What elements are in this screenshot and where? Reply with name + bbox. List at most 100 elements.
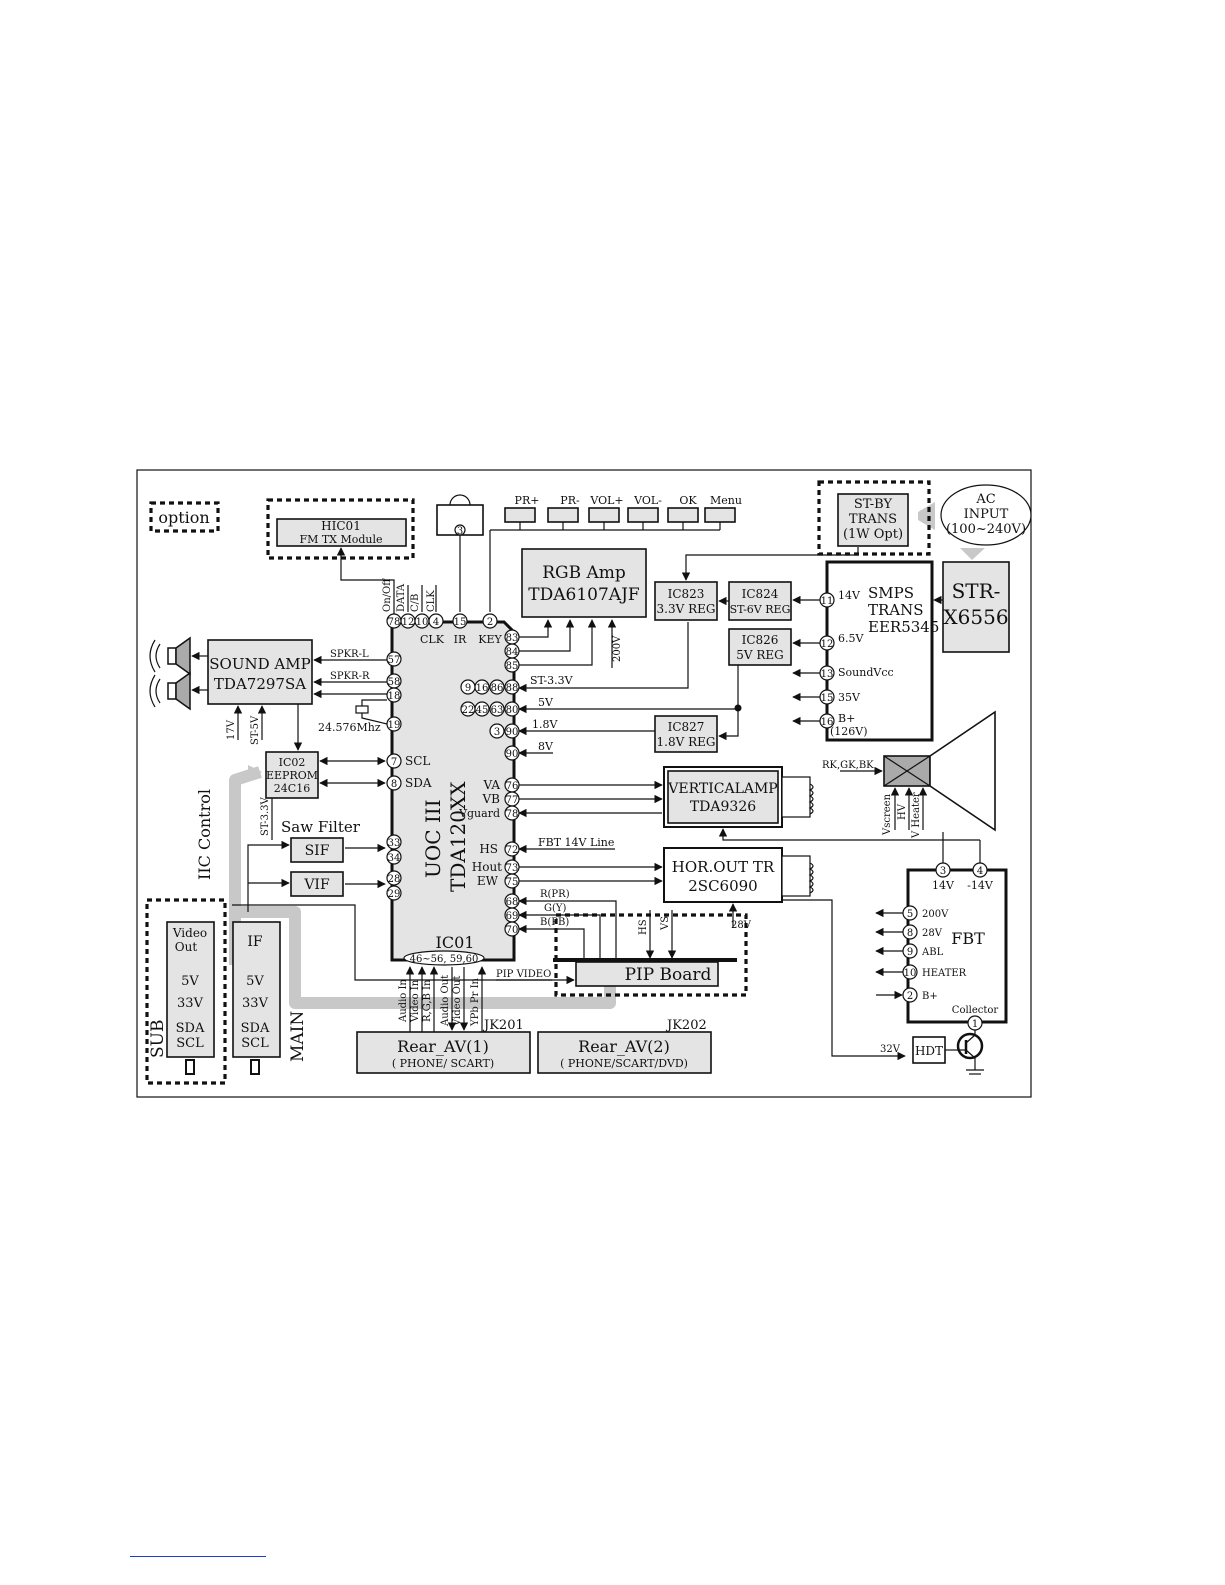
key-vol-minus[interactable]: VOL- xyxy=(627,494,662,530)
svg-text:28V: 28V xyxy=(731,920,752,931)
svg-text:45: 45 xyxy=(476,705,489,716)
main-tuner-name: MAIN xyxy=(288,1011,308,1062)
svg-text:PR+: PR+ xyxy=(515,494,540,507)
main-tuner-box xyxy=(232,921,281,1058)
svg-text:90: 90 xyxy=(506,727,519,738)
svg-text:SoundVcc: SoundVcc xyxy=(838,666,894,679)
svg-text:Out: Out xyxy=(175,940,198,954)
svg-text:32V: 32V xyxy=(880,1044,901,1055)
svg-text:5V REG: 5V REG xyxy=(736,648,784,662)
option-legend-label: option xyxy=(158,508,209,527)
svg-text:2: 2 xyxy=(907,991,913,1002)
svg-text:Collector: Collector xyxy=(952,1005,999,1016)
svg-text:29: 29 xyxy=(388,889,401,900)
svg-text:15: 15 xyxy=(821,693,834,704)
uoc-rgb-pins: 83 84 85 xyxy=(504,619,597,673)
svg-text:FBT: FBT xyxy=(951,929,985,948)
svg-text:ST-BY: ST-BY xyxy=(854,497,893,512)
svg-text:16: 16 xyxy=(821,717,834,728)
svg-text:YPb Pr In: YPb Pr In xyxy=(470,977,481,1027)
svg-text:14V: 14V xyxy=(932,879,955,892)
svg-text:EW: EW xyxy=(477,874,499,888)
rgb-amp-part: TDA6107AJF xyxy=(528,585,640,605)
svg-text:9: 9 xyxy=(465,683,471,694)
svg-text:7: 7 xyxy=(391,757,397,768)
key-buttons: PR+ PR- VOL+ VOL- OK Menu xyxy=(489,494,742,612)
uoc-line2: TDA120XX xyxy=(446,781,470,892)
svg-text:(100~240V): (100~240V) xyxy=(946,522,1026,537)
svg-text:85: 85 xyxy=(506,661,519,672)
svg-text:HOR.OUT TR: HOR.OUT TR xyxy=(672,858,775,876)
svg-text:IC824: IC824 xyxy=(742,587,779,601)
svg-text:35V: 35V xyxy=(838,691,861,704)
svg-text:( PHONE/ SCART): ( PHONE/ SCART) xyxy=(392,1057,494,1070)
svg-text:TDA9326: TDA9326 xyxy=(690,799,756,815)
svg-text:SIF: SIF xyxy=(305,843,330,859)
bottom-av-signals: Audio In Video In R,G,B In Audio Out Vid… xyxy=(398,966,487,1032)
footer-link-underline[interactable] xyxy=(130,1556,266,1557)
svg-text:17V: 17V xyxy=(226,719,237,740)
svg-text:VB: VB xyxy=(482,792,501,806)
svg-text:On/Off: On/Off xyxy=(382,578,393,612)
vertical-yoke-coil xyxy=(781,776,814,818)
svg-text:IF: IF xyxy=(247,934,263,950)
stby-option-frame xyxy=(817,480,931,556)
ic827-box xyxy=(654,715,718,753)
svg-text:5V: 5V xyxy=(246,974,264,989)
str-x6556-box xyxy=(942,561,1010,653)
svg-text:X6556: X6556 xyxy=(943,605,1008,629)
svg-text:PR-: PR- xyxy=(560,494,580,507)
key-pr-minus[interactable]: PR- xyxy=(547,494,580,530)
svg-text:EER5345: EER5345 xyxy=(868,618,939,636)
rgb-amp-box xyxy=(521,548,647,618)
stby-to-ic823 xyxy=(681,547,859,581)
svg-text:CLK: CLK xyxy=(420,633,445,646)
svg-text:B+: B+ xyxy=(922,991,938,1002)
svg-text:Vscreen: Vscreen xyxy=(882,793,893,836)
svg-text:8: 8 xyxy=(391,779,397,790)
smps-trans-box xyxy=(825,560,934,742)
uoc-ic01-label: IC01 xyxy=(436,933,475,952)
key-vol-plus[interactable]: VOL+ xyxy=(588,494,624,530)
key-ok[interactable]: OK xyxy=(667,494,699,530)
svg-text:1.8V REG: 1.8V REG xyxy=(657,735,716,749)
svg-text:SCL: SCL xyxy=(241,1036,269,1051)
svg-text:TRANS: TRANS xyxy=(868,601,924,619)
svg-text:58: 58 xyxy=(388,677,401,688)
svg-text:IC823: IC823 xyxy=(668,587,705,601)
jk202-box xyxy=(537,1031,712,1074)
uoc-power-rows: 9 16 86 88 ST-3.3V 22 45 63 80 5V 3 90 1… xyxy=(460,622,742,761)
svg-text:72: 72 xyxy=(506,845,519,856)
svg-text:RK,GK,BK: RK,GK,BK xyxy=(822,760,874,771)
svg-text:SCL: SCL xyxy=(405,754,430,768)
svg-text:Vguard: Vguard xyxy=(458,807,500,820)
svg-text:5: 5 xyxy=(907,909,913,920)
horizontal-yoke-coil xyxy=(781,855,814,897)
vif-box xyxy=(290,871,344,897)
crystal-icon xyxy=(355,699,388,725)
ic826-box xyxy=(728,628,792,666)
key-menu[interactable]: Menu xyxy=(704,494,742,530)
key-pr-plus[interactable]: PR+ xyxy=(504,494,540,530)
ic02-eeprom-box xyxy=(265,751,319,799)
sub-tuner-name: SUB xyxy=(148,1020,168,1058)
svg-text:SCL: SCL xyxy=(176,1036,204,1051)
svg-text:15: 15 xyxy=(454,617,467,628)
hic01-box xyxy=(276,518,407,547)
svg-text:1.8V: 1.8V xyxy=(532,718,558,731)
iic-control-label: IIC Control xyxy=(195,789,214,880)
uoc-top-pins: 78 12 10 4 15 2 On/Off DATA C/B CLK CLK … xyxy=(382,578,502,646)
svg-text:AC: AC xyxy=(975,492,995,507)
stby-trans-box xyxy=(837,493,909,547)
svg-text:( PHONE/SCART/DVD): ( PHONE/SCART/DVD) xyxy=(560,1057,688,1070)
hic01-link xyxy=(336,547,395,620)
svg-text:90: 90 xyxy=(506,749,519,760)
svg-text:R(PR): R(PR) xyxy=(540,889,570,900)
svg-text:(126V): (126V) xyxy=(830,725,868,738)
svg-text:57: 57 xyxy=(388,655,401,666)
svg-text:18: 18 xyxy=(388,691,401,702)
svg-text:SPKR-L: SPKR-L xyxy=(330,649,369,660)
hor-out-frame xyxy=(663,847,783,903)
